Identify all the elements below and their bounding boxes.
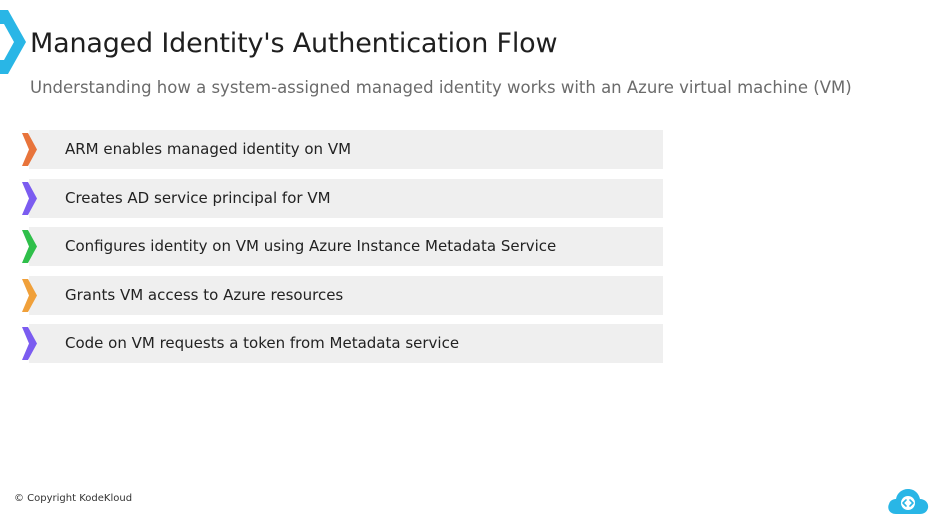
page-title: Managed Identity's Authentication Flow: [30, 28, 558, 59]
step-label: Code on VM requests a token from Metadat…: [65, 334, 460, 352]
flow-step-3: Configures identity on VM using Azure In…: [22, 227, 663, 266]
step-background: [29, 130, 663, 169]
step-label: ARM enables managed identity on VM: [65, 140, 352, 158]
flow-step-5: Code on VM requests a token from Metadat…: [22, 324, 663, 363]
flow-step-2: Creates AD service principal for VM: [22, 178, 663, 218]
flow-step-1: ARM enables managed identity on VM: [22, 130, 663, 169]
step-label: Configures identity on VM using Azure In…: [65, 237, 557, 255]
step-label: Creates AD service principal for VM: [65, 188, 331, 207]
chevron-right-icon: [22, 133, 37, 166]
step-background: [29, 178, 663, 218]
chevron-right-icon: [22, 181, 37, 215]
copyright-text: © Copyright KodeKloud: [14, 493, 133, 504]
flow-steps-list: ARM enables managed identity on VM Creat…: [22, 130, 663, 373]
chevron-right-icon: [22, 230, 37, 263]
corner-arrow-icon: [0, 10, 26, 74]
chevron-right-icon: [22, 327, 37, 360]
kodekloud-cloud-icon: [888, 489, 929, 514]
step-background: [29, 275, 663, 315]
flow-step-4: Grants VM access to Azure resources: [22, 275, 663, 315]
page-subtitle: Understanding how a system-assigned mana…: [30, 78, 852, 97]
step-background: [29, 324, 663, 363]
chevron-right-icon: [22, 278, 37, 312]
step-background: [29, 227, 663, 266]
step-label: Grants VM access to Azure resources: [65, 285, 344, 304]
